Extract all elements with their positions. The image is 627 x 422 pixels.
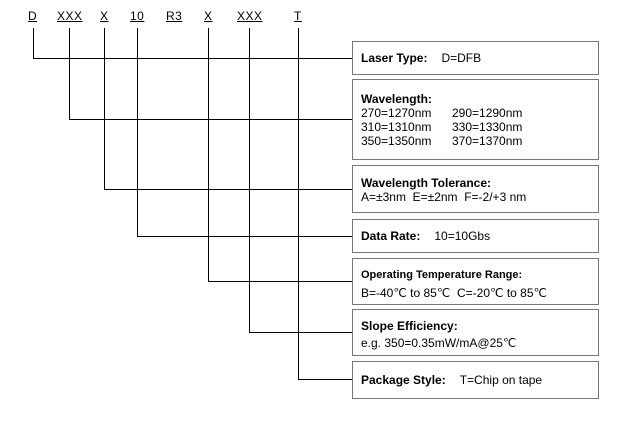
- operating-temp-box: Operating Temperature Range: B=-40℃ to 8…: [352, 258, 599, 305]
- data-rate-value: 10=10Gbs: [434, 229, 491, 243]
- wavelength-option: 330=1330nm: [452, 120, 523, 134]
- code-segment-r3: R3: [166, 9, 183, 23]
- connector-operating-temp: [208, 28, 352, 282]
- wavelength-title: Wavelength:: [361, 92, 432, 106]
- data-rate-box: Data Rate: 10=10Gbs: [352, 219, 599, 253]
- wavelength-option: 290=1290nm: [452, 106, 523, 120]
- code-segment-operating-temp: X: [204, 9, 213, 23]
- package-style-title: Package Style:: [361, 373, 446, 387]
- wavelength-tolerance-title: Wavelength Tolerance:: [361, 176, 492, 190]
- connector-laser-type: [33, 28, 352, 59]
- code-segment-slope-efficiency: XXX: [237, 9, 263, 23]
- slope-efficiency-title: Slope Efficiency:: [361, 319, 458, 333]
- slope-efficiency-value: e.g. 350=0.35mW/mA@25℃: [361, 336, 517, 350]
- wavelength-option: 310=1310nm: [361, 120, 432, 134]
- code-segment-wavelength-tolerance: X: [100, 9, 109, 23]
- wavelength-box: Wavelength: 270=1270nm 290=1290nm 310=131…: [352, 79, 599, 160]
- operating-temp-value: B=-40℃ to 85℃ C=-20℃ to 85℃: [361, 286, 547, 300]
- data-rate-title: Data Rate:: [361, 229, 421, 243]
- wavelength-option: 350=1350nm: [361, 134, 432, 148]
- connector-wavelength: [69, 28, 352, 120]
- operating-temp-title: Operating Temperature Range:: [361, 269, 523, 281]
- connector-package-style: [298, 28, 352, 380]
- wavelength-row: 310=1310nm 330=1330nm: [361, 120, 590, 134]
- wavelength-row: 350=1350nm 370=1370nm: [361, 134, 590, 148]
- code-segment-data-rate: 10: [130, 9, 145, 23]
- wavelength-tolerance-value: A=±3nm E=±2nm F=-2/+3 nm: [361, 190, 527, 204]
- wavelength-option: 270=1270nm: [361, 106, 432, 120]
- package-style-value: T=Chip on tape: [459, 373, 543, 387]
- wavelength-option: 370=1370nm: [452, 134, 523, 148]
- wavelength-row: 270=1270nm 290=1290nm: [361, 106, 590, 120]
- laser-type-box: Laser Type: D=DFB: [352, 41, 599, 75]
- connector-slope-efficiency: [249, 28, 352, 333]
- laser-type-title: Laser Type:: [361, 51, 428, 65]
- code-segment-package-style: T: [294, 9, 302, 23]
- connector-data-rate: [137, 28, 352, 237]
- slope-efficiency-box: Slope Efficiency: e.g. 350=0.35mW/mA@25℃: [352, 309, 599, 356]
- code-segment-wavelength: XXX: [57, 9, 83, 23]
- package-style-box: Package Style: T=Chip on tape: [352, 361, 599, 399]
- laser-type-value: D=DFB: [441, 51, 482, 65]
- code-segment-laser-type: D: [28, 9, 38, 23]
- wavelength-tolerance-box: Wavelength Tolerance: A=±3nm E=±2nm F=-2…: [352, 165, 599, 213]
- connector-wavelength-tolerance: [104, 28, 352, 190]
